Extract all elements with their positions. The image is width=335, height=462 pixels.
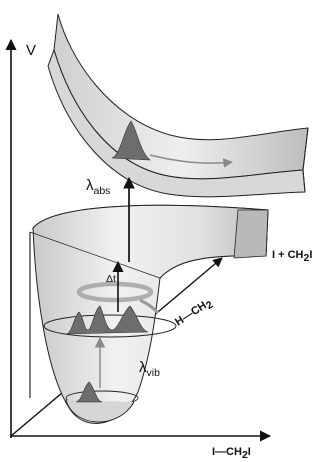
depth-axis-label: H—CH2 — [173, 296, 215, 331]
well-body — [33, 205, 268, 423]
excited-surface-back — [54, 14, 308, 179]
lambda-abs-label: λabs — [86, 177, 110, 197]
excited-state-surface — [48, 14, 308, 197]
well-bottom-curve — [66, 400, 134, 422]
asymptote-label: I + CH2I — [272, 249, 312, 264]
vertical-axis-label: V — [26, 42, 36, 59]
horizontal-axis-label: I—CH2I — [212, 446, 251, 461]
delta-t-label: Δt — [106, 273, 116, 285]
well-right-wall-shade — [234, 210, 268, 258]
ground-state-surface — [30, 205, 268, 423]
